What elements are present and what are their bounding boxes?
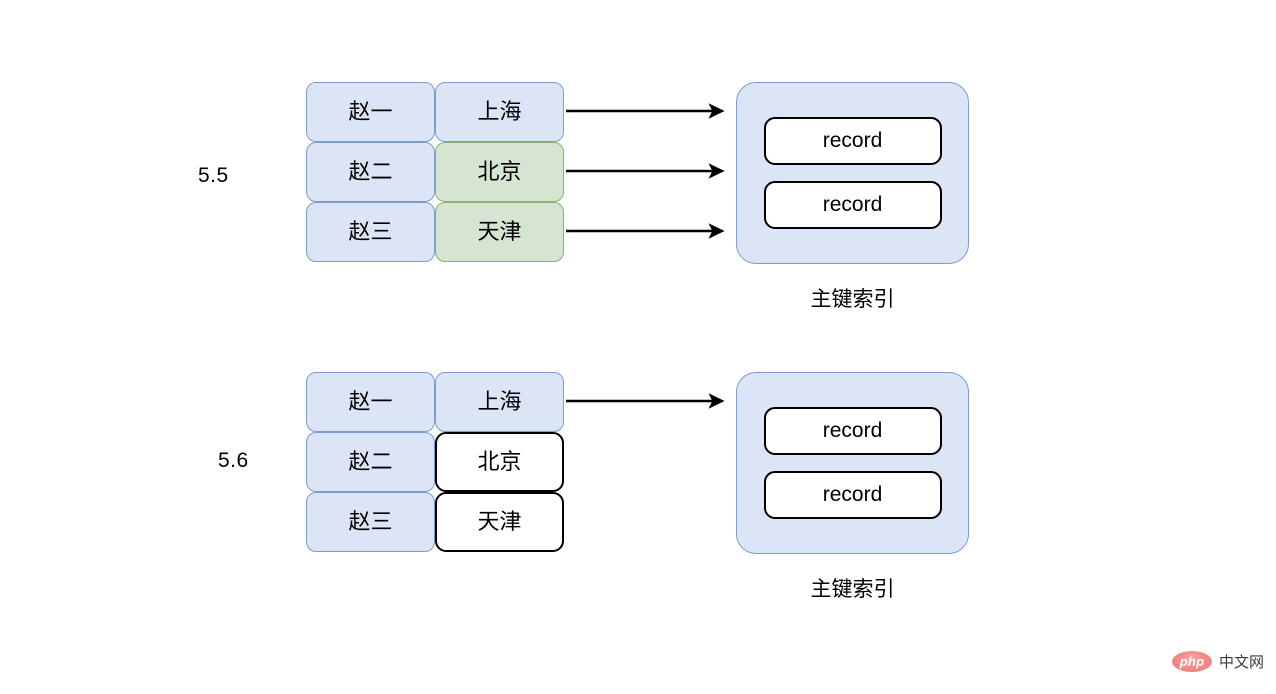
primary-index-box: record record bbox=[736, 372, 969, 554]
table-row: 赵二 北京 bbox=[306, 142, 564, 202]
key-value-table-5-6: 赵一 上海 赵二 北京 赵三 天津 bbox=[306, 372, 564, 552]
key-value-table-5-5: 赵一 上海 赵二 北京 赵三 天津 bbox=[306, 82, 564, 262]
php-logo-icon: php bbox=[1172, 651, 1212, 672]
version-label-5-5: 5.5 bbox=[198, 164, 229, 187]
name-cell[interactable]: 赵三 bbox=[306, 492, 435, 552]
city-cell[interactable]: 北京 bbox=[435, 432, 564, 492]
city-cell[interactable]: 上海 bbox=[435, 82, 564, 142]
name-cell[interactable]: 赵一 bbox=[306, 372, 435, 432]
primary-index-box: record record bbox=[736, 82, 969, 264]
table-row: 赵二 北京 bbox=[306, 432, 564, 492]
table-row: 赵一 上海 bbox=[306, 372, 564, 432]
primary-index-caption: 主键索引 bbox=[810, 288, 895, 311]
record-box[interactable]: record bbox=[763, 407, 942, 455]
watermark: php 中文网 bbox=[1172, 651, 1264, 672]
city-cell[interactable]: 北京 bbox=[435, 142, 564, 202]
name-cell[interactable]: 赵一 bbox=[306, 82, 435, 142]
record-box[interactable]: record bbox=[763, 117, 942, 165]
primary-index-caption: 主键索引 bbox=[810, 578, 895, 601]
record-box[interactable]: record bbox=[763, 471, 942, 519]
version-label-5-6: 5.6 bbox=[218, 449, 249, 472]
name-cell[interactable]: 赵二 bbox=[306, 432, 435, 492]
name-cell[interactable]: 赵三 bbox=[306, 202, 435, 262]
table-row: 赵三 天津 bbox=[306, 202, 564, 262]
primary-index-group-5-6: record record 主键索引 bbox=[736, 372, 969, 603]
table-row: 赵一 上海 bbox=[306, 82, 564, 142]
name-cell[interactable]: 赵二 bbox=[306, 142, 435, 202]
watermark-label: 中文网 bbox=[1219, 654, 1265, 671]
record-box[interactable]: record bbox=[763, 181, 942, 229]
table-row: 赵三 天津 bbox=[306, 492, 564, 552]
city-cell[interactable]: 天津 bbox=[435, 492, 564, 552]
city-cell[interactable]: 上海 bbox=[435, 372, 564, 432]
city-cell[interactable]: 天津 bbox=[435, 202, 564, 262]
primary-index-group-5-5: record record 主键索引 bbox=[736, 82, 969, 313]
